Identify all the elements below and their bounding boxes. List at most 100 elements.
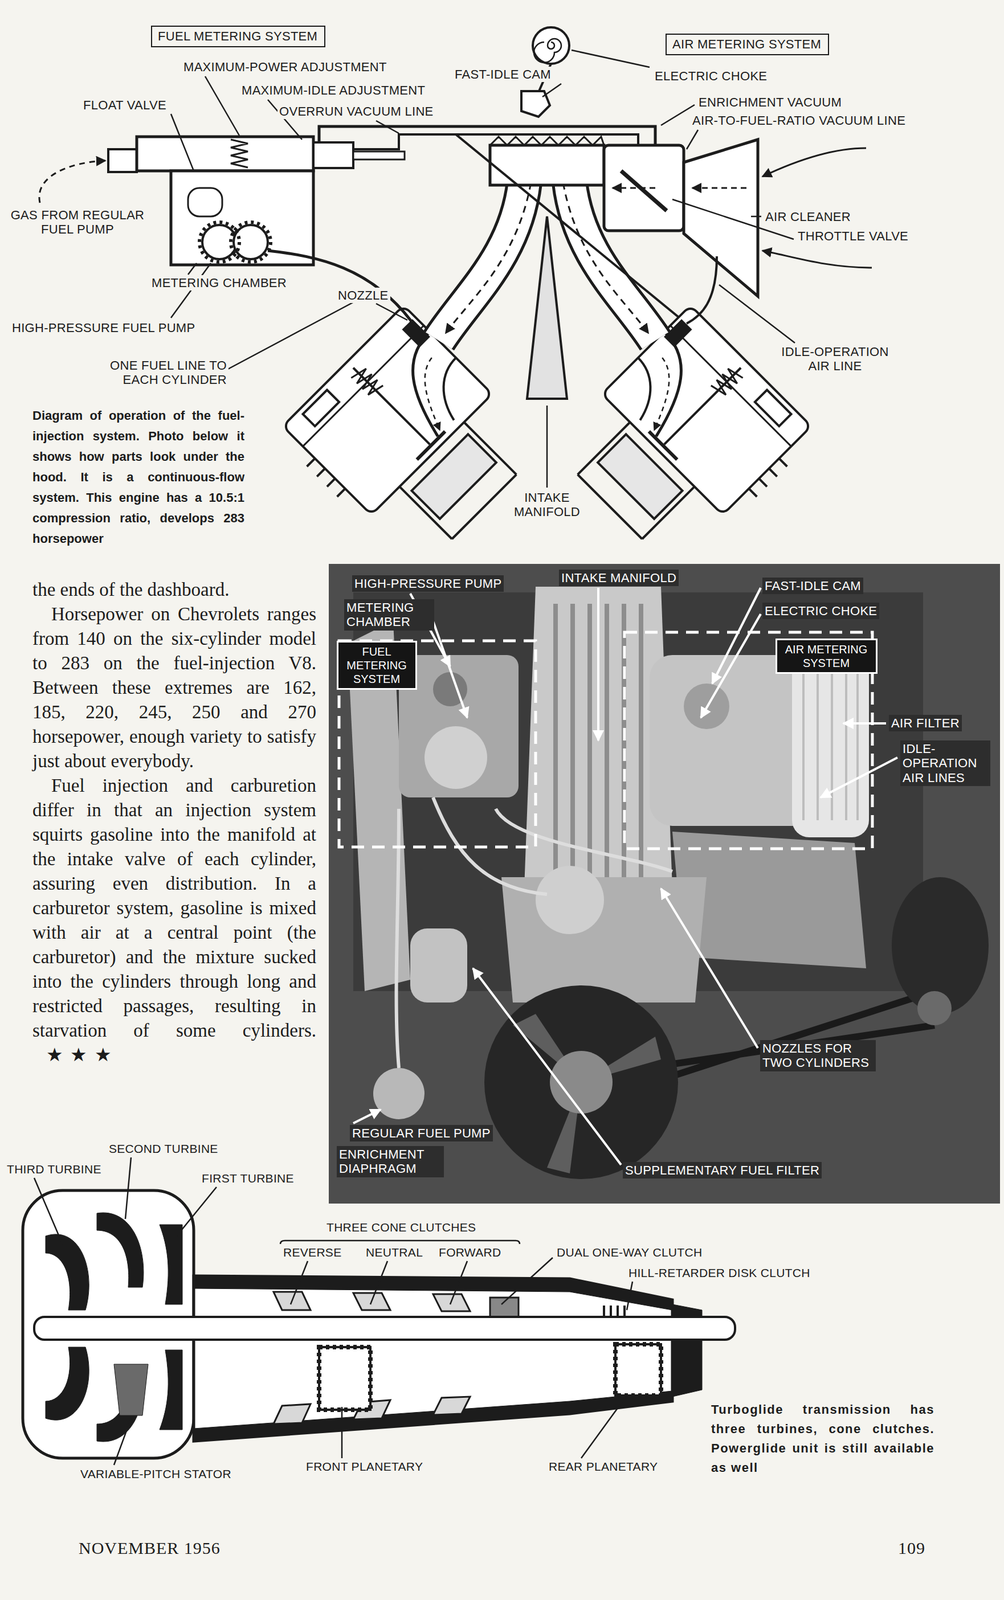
drawing-part [626,1282,633,1311]
drawing-part [686,256,717,324]
drawing-part [712,588,761,684]
part-label: MAXIMUM-POWER ADJUSTMENT [181,59,389,75]
drawing-part [612,187,656,190]
drawing-part [319,126,656,146]
drawing-part [424,726,488,790]
part-label: FLOAT VALVE [81,97,169,113]
part-label: ONE FUEL LINE TO EACH CYLINDER [102,357,229,389]
drawing-part [431,618,468,718]
drawing-part [376,303,408,321]
drawing-part [341,1407,344,1459]
drawing-part [176,1187,217,1237]
drawing-part [34,1317,736,1341]
drawing-part [700,614,761,718]
part-label: HIGH-PRESSURE FUEL PUMP [10,320,197,336]
drawing-part [533,38,562,63]
drawing-part [597,588,600,741]
photo-label: SUPPLEMENTARY FUEL FILTER [622,1162,822,1179]
part-label: MAXIMUM-IDLE ADJUSTMENT [239,82,427,99]
part-label: INTAKE MANIFOLD [511,490,583,521]
drawing-part [113,1364,149,1416]
drawing-part [193,1276,673,1311]
drawing-part [22,1157,736,1466]
photo-label: NOZZLES FOR TWO CYLINDERS [760,1040,876,1072]
drawing-part [230,222,271,263]
part-label: FORWARD [437,1245,503,1261]
drawing-part [353,588,898,1166]
body-paragraph: Horsepower on Chevrolets ranges from 140… [32,602,317,774]
drawing-part [353,151,405,160]
photo-label: ELECTRIC CHOKE [762,602,880,620]
drawing-part [280,1241,520,1245]
drawing-part [683,139,758,297]
drawing-part [433,1397,471,1416]
drawing-part [108,149,137,173]
drawing-part [34,1157,633,1466]
drawing-part [501,1258,553,1305]
drawing-part [319,1347,371,1411]
photo-label: AIR FILTER [888,715,962,732]
label-box: AIR METERING SYSTEM [775,638,878,675]
drawing-part [692,187,747,190]
drawing-part [199,222,240,263]
drawing-part [328,564,1001,1205]
drawing-part [125,1157,132,1220]
drawing-part [96,1213,144,1288]
drawing-part [490,136,604,146]
drawing-part [159,1350,183,1431]
figure-caption: Turboglide transmission has three turbin… [711,1400,935,1479]
drawing-part [484,985,679,1180]
photo-label: IDLE-OPERATION AIR LINES [900,740,991,787]
body-text: Fuel injection and carburetion differ in… [32,775,317,1042]
photo-label: HIGH-PRESSURE PUMP [352,575,504,593]
drawing-part [290,1261,308,1305]
part-label: VARIABLE-PITCH STATOR [78,1467,234,1483]
part-label: FRONT PLANETARY [304,1459,425,1475]
drawing-part [373,1068,425,1120]
body-text: the ends of the dashboard. [32,579,230,601]
part-label: OVERRUN VACUUM LINE [277,103,436,120]
part-label: ELECTRIC CHOKE [652,68,769,84]
drawing-part [603,145,684,231]
drawing-part [624,632,873,850]
drawing-part [205,76,240,136]
drawing-part [546,405,549,488]
photo-label: FAST-IDLE CAM [762,577,864,595]
drawing-part [202,225,237,260]
part-label: IDLE-OPERATION AIR LINE [774,344,896,375]
part-label: HILL-RETARDER DISK CLUTCH [626,1266,812,1281]
drawing-part [170,170,314,265]
part-label: AIR CLEANER [763,209,853,225]
part-label: NOZZLE [336,287,391,304]
drawing-part [615,1344,661,1397]
drawing-part [438,182,525,341]
box-label: AIR METERING SYSTEM [672,37,823,52]
drawing-part [719,284,795,344]
drawing-part [792,649,869,838]
drawing-part [353,134,639,150]
drawing-part [762,148,867,177]
part-label: REVERSE [281,1245,344,1261]
drawing-part [445,170,533,334]
drawing-part [820,757,898,798]
drawing-part [159,1225,183,1305]
drawing-part [45,1347,89,1421]
photo-label: REGULAR FUEL PUMP [349,1125,493,1142]
drawing-part [319,1347,371,1411]
box-label: FUEL METERING SYSTEM [341,645,412,687]
drawing-part [45,1234,89,1311]
label-box: FUEL METERING SYSTEM [336,641,418,691]
drawing-part [328,564,1001,1205]
figure-caption: Diagram of operation of the fuel-injecti… [32,405,245,550]
drawing-part [581,1396,627,1459]
drawing-part [843,722,887,725]
part-label: DUAL ONE-WAY CLUTCH [554,1245,704,1261]
drawing-part [267,250,412,322]
drawing-part [501,877,707,1003]
drawing-part [136,136,314,171]
drawing-part [370,1261,388,1305]
part-label: GAS FROM REGULAR FUEL PUMP [1,207,154,238]
drawing-part [353,1109,381,1124]
drawing-part [472,968,622,1166]
part-label: THIRD TURBINE [5,1162,104,1178]
